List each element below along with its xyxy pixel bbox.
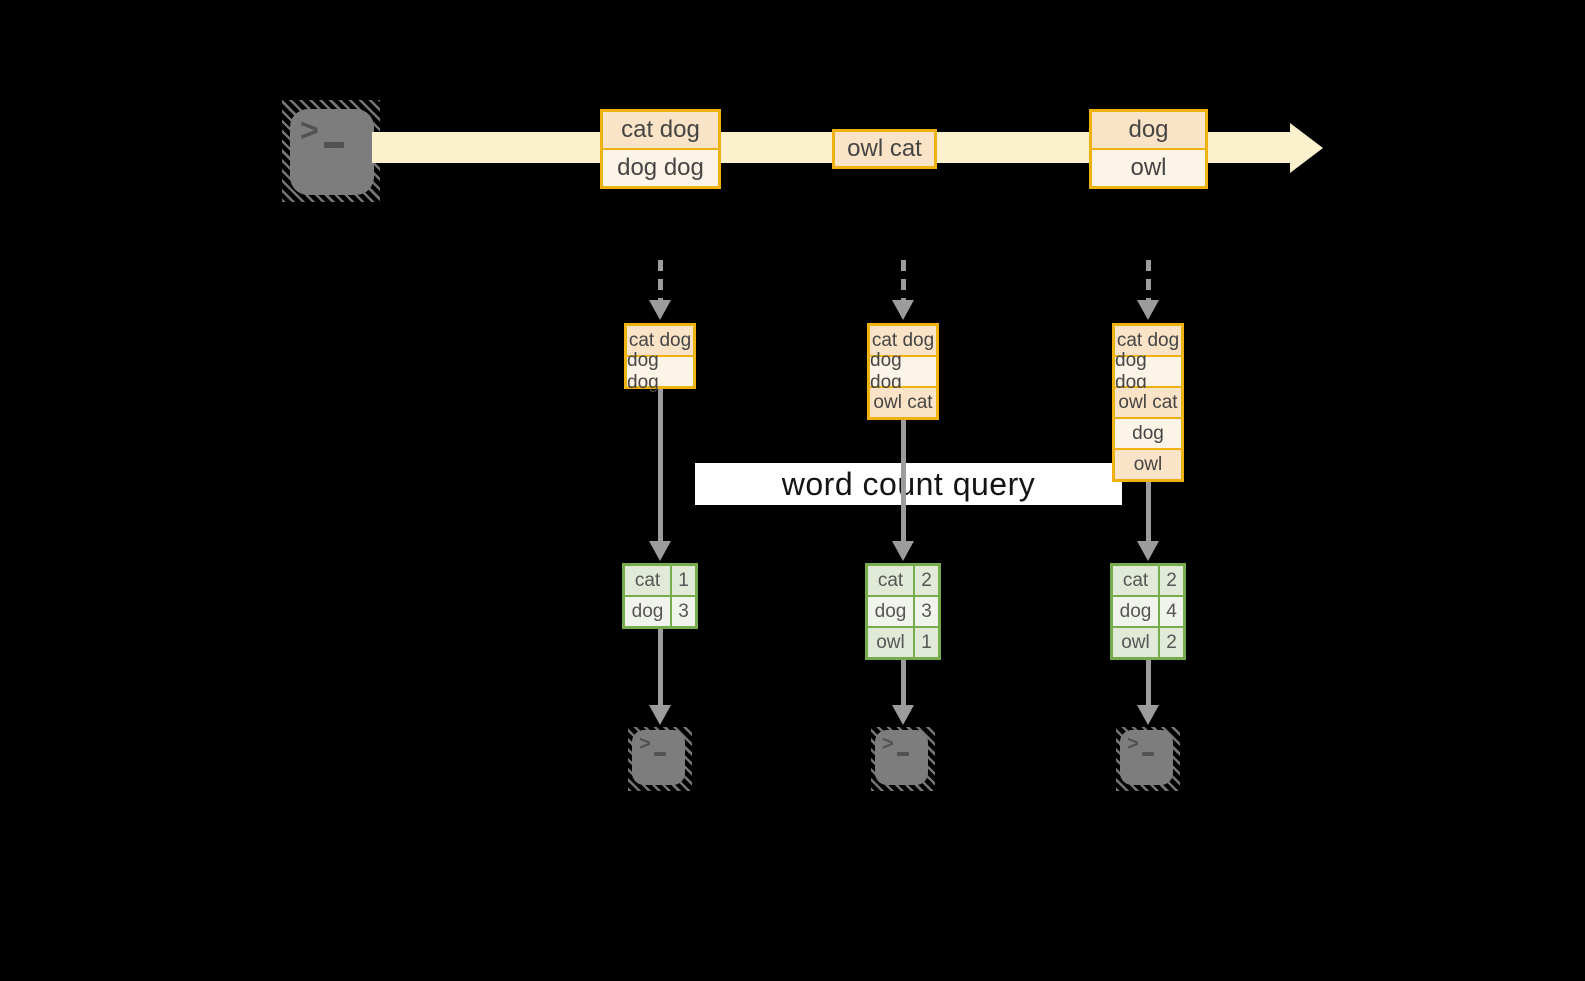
state-cell: owl cat: [870, 388, 936, 417]
prompt-underscore-icon: [654, 752, 666, 756]
terminal-icon: >: [290, 109, 374, 195]
state-cell: cat dog: [870, 326, 936, 355]
query-label: word count query: [781, 465, 1036, 502]
word-count-table-1: cat 1 dog 3: [622, 563, 698, 629]
prompt-chevron-icon: >: [882, 733, 894, 755]
arrowhead-icon: [1137, 300, 1159, 320]
table-count-cell: 3: [915, 597, 938, 626]
terminal-icon: >: [875, 730, 928, 785]
event-cell: owl cat: [835, 132, 934, 166]
terminal-source-icon: >: [282, 100, 380, 202]
arrowhead-icon: [1137, 541, 1159, 561]
query-banner: word count query: [695, 463, 1122, 505]
event-cell: dog: [1092, 112, 1205, 148]
dashed-arrow: [901, 260, 906, 300]
event-box-2: owl cat: [832, 129, 937, 169]
table-count-cell: 4: [1160, 597, 1183, 626]
word-count-table-2: cat 2 dog 3 owl 1: [865, 563, 941, 660]
terminal-sink-icon: >: [1116, 727, 1180, 791]
arrowhead-icon: [649, 300, 671, 320]
table-count-cell: 2: [1160, 566, 1183, 595]
table-count-cell: 3: [672, 597, 695, 626]
table-word-cell: cat: [625, 566, 670, 595]
dashed-arrow: [658, 260, 663, 300]
state-cell: dog dog: [870, 350, 936, 393]
table-word-cell: owl: [868, 628, 913, 657]
terminal-icon: >: [632, 730, 685, 785]
state-cell: cat dog: [627, 326, 693, 355]
table-word-cell: dog: [1113, 597, 1158, 626]
table-word-cell: dog: [868, 597, 913, 626]
table-count-cell: 2: [915, 566, 938, 595]
terminal-sink-icon: >: [628, 727, 692, 791]
table-word-cell: dog: [625, 597, 670, 626]
arrowhead-icon: [1137, 705, 1159, 725]
prompt-chevron-icon: >: [639, 733, 651, 755]
arrowhead-icon: [892, 705, 914, 725]
state-box-3: cat dog dog dog owl cat dog owl: [1112, 323, 1184, 482]
arrowhead-icon: [649, 541, 671, 561]
state-cell: owl cat: [1115, 388, 1181, 417]
table-count-cell: 1: [672, 566, 695, 595]
arrowhead-icon: [649, 705, 671, 725]
prompt-chevron-icon: >: [300, 112, 319, 148]
down-arrow: [901, 420, 906, 541]
event-box-3: dog owl: [1089, 109, 1208, 189]
terminal-sink-icon: >: [871, 727, 935, 791]
table-word-cell: cat: [868, 566, 913, 595]
state-cell: dog: [1115, 419, 1181, 448]
stream-arrowhead-icon: [1290, 123, 1323, 173]
state-cell: owl: [1115, 450, 1181, 479]
arrowhead-icon: [892, 541, 914, 561]
table-word-cell: owl: [1113, 628, 1158, 657]
event-box-1: cat dog dog dog: [600, 109, 721, 189]
state-box-1: cat dog dog dog: [624, 323, 696, 393]
down-arrow: [901, 660, 906, 705]
state-box-2: cat dog dog dog owl cat: [867, 323, 939, 420]
table-count-cell: 1: [915, 628, 938, 657]
table-count-cell: 2: [1160, 628, 1183, 657]
state-cell: dog dog: [627, 350, 693, 393]
prompt-chevron-icon: >: [1127, 733, 1139, 755]
word-count-table-3: cat 2 dog 4 owl 2: [1110, 563, 1186, 660]
down-arrow: [658, 389, 663, 541]
down-arrow: [1146, 482, 1151, 541]
table-word-cell: cat: [1113, 566, 1158, 595]
down-arrow: [658, 629, 663, 705]
prompt-underscore-icon: [1142, 752, 1154, 756]
event-cell: dog dog: [603, 150, 718, 186]
event-cell: cat dog: [603, 112, 718, 148]
state-cell: dog dog: [1115, 350, 1181, 393]
down-arrow: [1146, 660, 1151, 705]
prompt-underscore-icon: [897, 752, 909, 756]
dashed-arrow: [1146, 260, 1151, 300]
event-cell: owl: [1092, 150, 1205, 186]
state-cell: cat dog: [1115, 326, 1181, 355]
prompt-underscore-icon: [324, 142, 344, 148]
arrowhead-icon: [892, 300, 914, 320]
terminal-icon: >: [1120, 730, 1173, 785]
